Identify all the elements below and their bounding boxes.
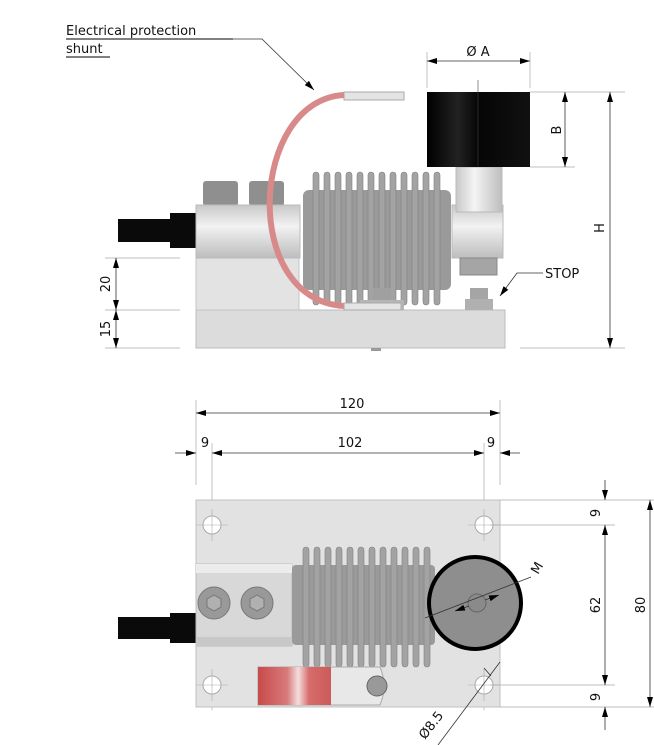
cable-gland-top xyxy=(170,613,198,643)
dim-label-H: H xyxy=(593,223,608,233)
callout-leader xyxy=(233,38,315,91)
bellows-fin xyxy=(400,171,408,306)
bellows-fin xyxy=(422,171,430,306)
center-nut xyxy=(373,288,391,300)
cable-gland xyxy=(170,213,197,248)
base-plate-side xyxy=(195,309,506,349)
left-block-edge xyxy=(196,637,292,646)
shunt-braid-top xyxy=(258,667,331,705)
bellows-fin xyxy=(411,171,419,306)
screw-cap-1 xyxy=(203,181,238,206)
bellows-fin xyxy=(324,546,332,668)
cable-top xyxy=(118,617,172,639)
dim-label-diameter-A: Ø A xyxy=(466,45,489,60)
bellows-fin xyxy=(335,546,343,668)
bellows-fin xyxy=(323,171,331,306)
hex-socket-icon xyxy=(206,594,222,612)
bellows-fin xyxy=(345,171,353,306)
dim-label-15: 15 xyxy=(99,321,114,338)
hex-socket-icon xyxy=(249,594,265,612)
mounting-holes xyxy=(196,509,500,701)
bellows-fin xyxy=(367,171,375,306)
dim-label-80: 80 xyxy=(634,597,649,614)
callout-label-line2: shunt xyxy=(66,42,103,57)
dim-label-102: 102 xyxy=(338,436,363,451)
dim-label-9-left: 9 xyxy=(201,436,209,451)
dim-arrow xyxy=(483,667,492,677)
right-block xyxy=(451,204,504,259)
side-view: Electrical protection shunt xyxy=(66,24,625,351)
neck xyxy=(455,166,503,213)
dim-line-hole-diameter xyxy=(437,661,501,745)
bellows-fin xyxy=(378,171,386,306)
base-pin xyxy=(371,348,381,351)
bellows-fin xyxy=(346,546,354,668)
bellows-fin xyxy=(389,171,397,306)
bellows-fin xyxy=(302,546,310,668)
stop-bolt-nut xyxy=(465,299,493,310)
left-block-edge xyxy=(196,564,292,573)
cable xyxy=(118,219,172,242)
dim-label-9-bottom: 9 xyxy=(589,693,604,701)
dim-arrow-M xyxy=(484,594,500,602)
dim-label-B: B xyxy=(550,126,565,135)
bellows-fin xyxy=(412,546,420,668)
stop-leader xyxy=(499,272,543,297)
dim-label-hole-diameter: Ø8.5 xyxy=(416,709,447,743)
dim-label-9-top: 9 xyxy=(589,509,604,517)
bellows-fin xyxy=(368,546,376,668)
stop-bolt-head xyxy=(470,288,488,299)
dim-label-20: 20 xyxy=(99,276,114,293)
bellows-fins-top xyxy=(302,546,431,668)
dim-arrow-M xyxy=(454,604,470,612)
stop-label: STOP xyxy=(545,267,579,282)
bellows-fin xyxy=(433,171,441,306)
bellows-fin xyxy=(312,171,320,306)
screw-cap-2 xyxy=(249,181,284,206)
bellows-fin xyxy=(357,546,365,668)
dim-label-120: 120 xyxy=(340,397,365,412)
top-view: 120 9 102 9 M xyxy=(118,397,654,745)
thread-hole xyxy=(467,593,487,613)
bellows-fin xyxy=(356,171,364,306)
load-button xyxy=(427,92,530,167)
shunt-foot xyxy=(343,302,402,311)
load-nut xyxy=(459,257,498,276)
electrical-protection-shunt xyxy=(266,92,345,309)
bellows-fin xyxy=(313,546,321,668)
shunt-bolt xyxy=(366,675,388,697)
dim-label-62: 62 xyxy=(589,597,604,614)
dim-line-M xyxy=(424,576,532,619)
callout-label-line1: Electrical protection xyxy=(66,24,196,39)
dim-label-M: M xyxy=(528,560,547,577)
bellows-fin xyxy=(334,171,342,306)
bellows-fin xyxy=(379,546,387,668)
bellows-fin xyxy=(401,546,409,668)
left-block xyxy=(195,204,301,259)
dim-label-9-right: 9 xyxy=(487,436,495,451)
shunt-bar xyxy=(343,91,405,101)
bellows-fin xyxy=(390,546,398,668)
